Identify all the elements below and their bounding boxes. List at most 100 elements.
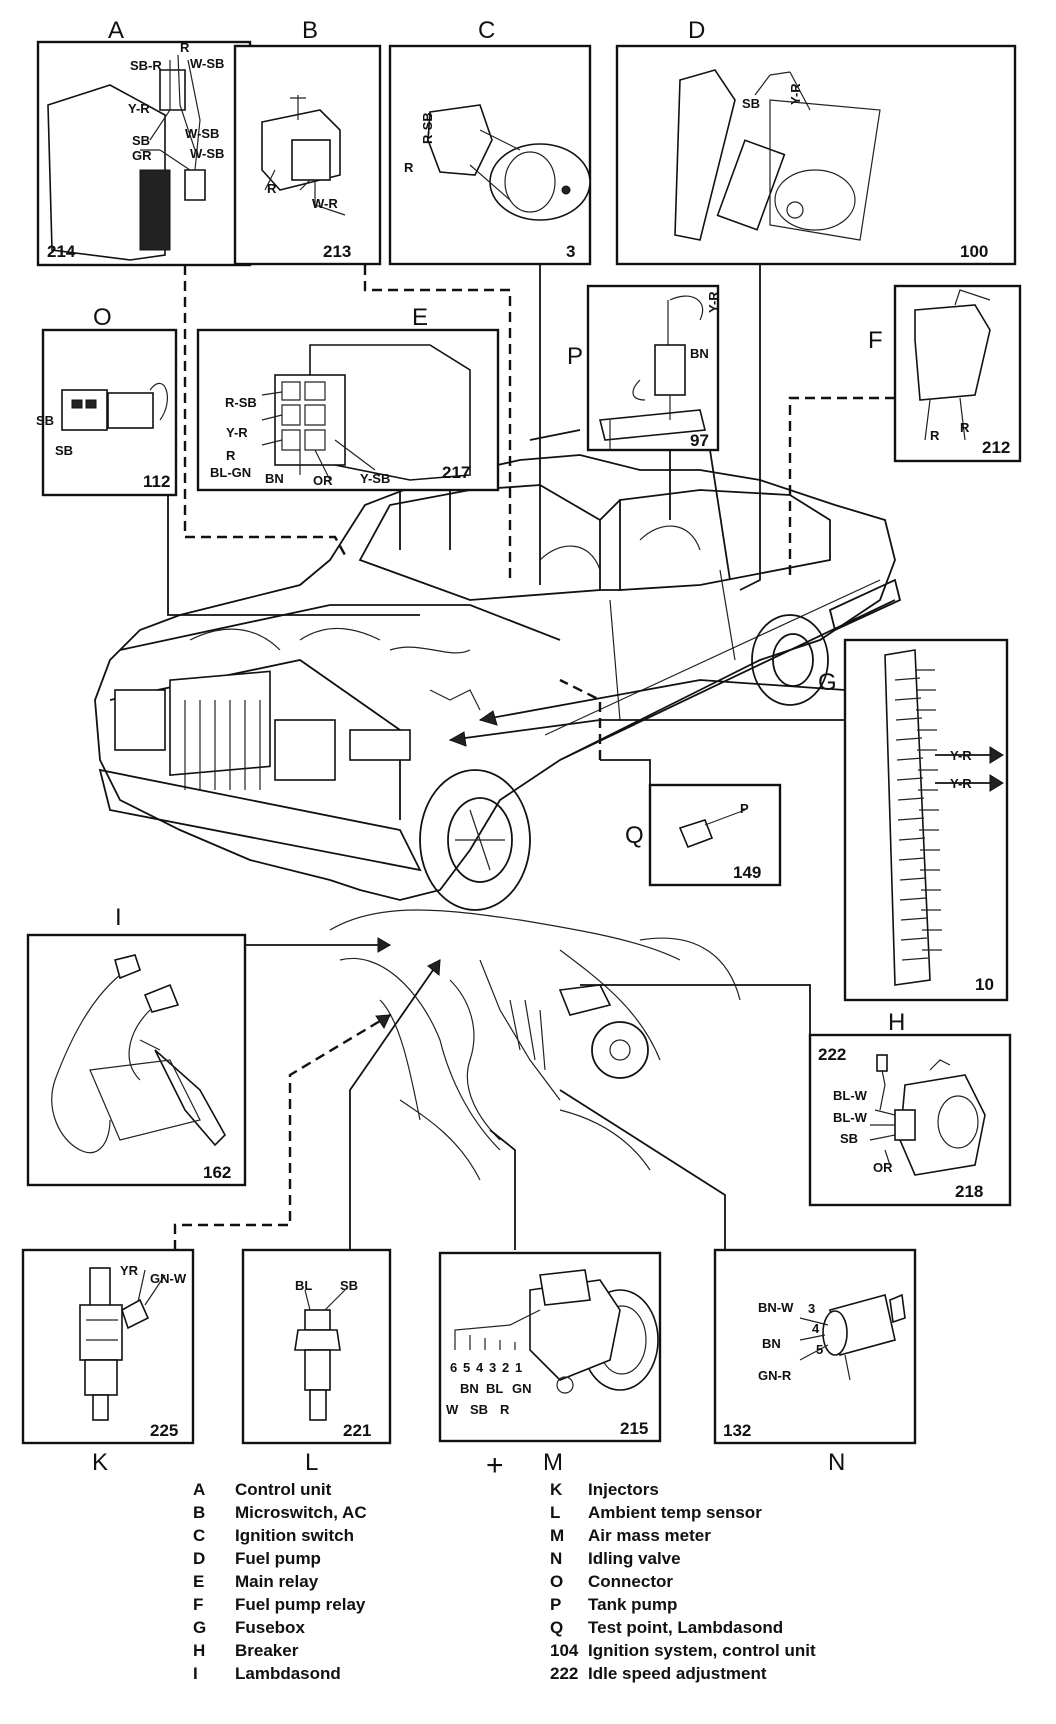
component-e-wire-r-sb: R-SB [225,395,257,410]
component-a-wire-gr: GR [132,148,152,163]
component-m-pin-1: 1 [515,1360,522,1375]
component-c-wire-r-sb: R-SB [420,112,435,144]
component-d: D SB Y-R 100 [615,17,1017,266]
component-d-number: 100 [960,242,988,261]
component-m-wire-bn: BN [460,1381,479,1396]
component-b-wire-r: R [267,181,277,196]
component-q-number: 149 [733,863,761,882]
component-h-wire-or: OR [873,1160,893,1175]
component-a-number: 214 [47,242,76,261]
component-h-extra-number: 222 [818,1045,846,1064]
component-k-number: 225 [150,1421,178,1440]
component-e-wire-or: OR [313,473,333,488]
component-h-wire-bl-w-2: BL-W [833,1110,868,1125]
component-a: A SB-R R W-SB Y-R SB W-SB W-SB GR 214 [36,17,252,267]
component-p-letter: P [567,343,583,370]
component-m-pin-2: 2 [502,1360,509,1375]
engine-detail-illustration [329,909,741,1181]
component-h-letter: H [888,1009,905,1036]
component-c-letter: C [478,17,495,44]
component-l-number: 221 [343,1421,371,1440]
car-illustration [94,454,902,911]
component-a-wire-y-r: Y-R [128,101,150,116]
component-a-wire-sb: SB [132,133,150,148]
component-o-wire-sb-2: SB [55,443,73,458]
component-c-wire-r: R [404,160,414,175]
component-e-wire-r: R [226,448,236,463]
component-q-letter: Q [625,822,644,849]
component-k: K YR GN-W 225 [21,1248,195,1476]
component-e-number: 217 [442,463,470,482]
component-m-number: 215 [620,1419,648,1438]
component-n-number: 132 [723,1421,751,1440]
component-g-wire-y-r-2: Y-R [950,776,972,791]
component-a-wire-w-sb-2: W-SB [185,126,219,141]
component-m-wire-bl: BL [486,1381,503,1396]
component-a-wire-sb-r: SB-R [130,58,162,73]
component-g-number: 10 [975,975,994,994]
component-k-wire-yr: YR [120,1263,139,1278]
component-g-wire-y-r-1: Y-R [950,748,972,763]
component-q-wire-p: P [740,801,749,816]
component-o-number: 112 [143,472,170,491]
component-m: + M 6 5 4 3 2 1 BN BL GN W SB R 215 [438,1251,662,1482]
component-p: P BN Y-R 97 [567,284,721,452]
component-n-pin-3: 3 [808,1301,815,1316]
component-m-pin-4: 4 [476,1360,484,1375]
component-f-wire-r-2: R [960,420,970,435]
component-k-letter: K [92,1449,108,1476]
component-p-number: 97 [690,431,709,450]
component-h-number: 218 [955,1182,983,1201]
component-a-letter: A [108,17,124,44]
component-h-wire-bl-w-1: BL-W [833,1088,868,1103]
component-l-wire-sb: SB [340,1278,358,1293]
component-c-number: 3 [566,242,575,261]
component-h: H 222 BL-W BL-W SB OR 218 [808,1009,1012,1207]
component-b-letter: B [302,17,318,44]
component-m-letter: M [543,1449,563,1476]
component-q: Q P 149 [625,783,782,887]
component-c: C R-SB R 3 [388,17,592,266]
component-m-pin-6: 6 [450,1360,457,1375]
component-e-wire-bn: BN [265,471,284,486]
component-b: B R W-R 213 [233,17,382,266]
component-d-wire-sb: SB [742,96,760,111]
component-f: F R R 212 [868,284,1022,463]
component-a-wire-w-sb-3: W-SB [190,146,224,161]
component-i-number: 162 [203,1163,231,1182]
component-e-letter: E [412,304,428,331]
component-n-wire-bn-w: BN-W [758,1300,794,1315]
component-l-letter: L [305,1449,318,1476]
component-i: I 162 [26,904,247,1187]
component-m-pin-5: 5 [463,1360,470,1375]
component-d-wire-y-r: Y-R [788,83,803,105]
plus-sign: + [486,1449,504,1482]
component-f-wire-r-1: R [930,428,940,443]
component-n-wire-bn: BN [762,1336,781,1351]
component-f-number: 212 [982,438,1010,457]
component-p-wire-bn: BN [690,346,709,361]
leader-lines [167,250,895,1250]
component-i-letter: I [115,904,122,931]
component-a-wire-w-sb-1: W-SB [190,56,224,71]
component-e: E R-SB Y-R R BL-GN BN OR Y-SB 217 [196,304,500,492]
component-m-wire-r: R [500,1402,510,1417]
component-n-letter: N [828,1449,845,1476]
component-d-letter: D [688,17,705,44]
component-g-letter: G [818,669,837,696]
component-g: G Y-R Y-R 10 [818,638,1009,1002]
component-m-wire-gn: GN [512,1381,532,1396]
component-m-wire-w: W [446,1402,459,1417]
component-b-wire-w-r: W-R [312,196,338,211]
component-e-wire-y-r: Y-R [226,425,248,440]
component-e-wire-bl-gn: BL-GN [210,465,251,480]
component-n-wire-gn-r: GN-R [758,1368,792,1383]
component-a-wire-r: R [180,40,190,55]
component-p-wire-y-r: Y-R [706,291,721,313]
component-n: N BN-W BN GN-R 3 4 5 132 [713,1248,917,1476]
component-l: L BL SB 221 [241,1248,392,1476]
component-m-wire-sb: SB [470,1402,488,1417]
component-n-pin-4: 4 [812,1321,820,1336]
component-f-letter: F [868,327,883,354]
